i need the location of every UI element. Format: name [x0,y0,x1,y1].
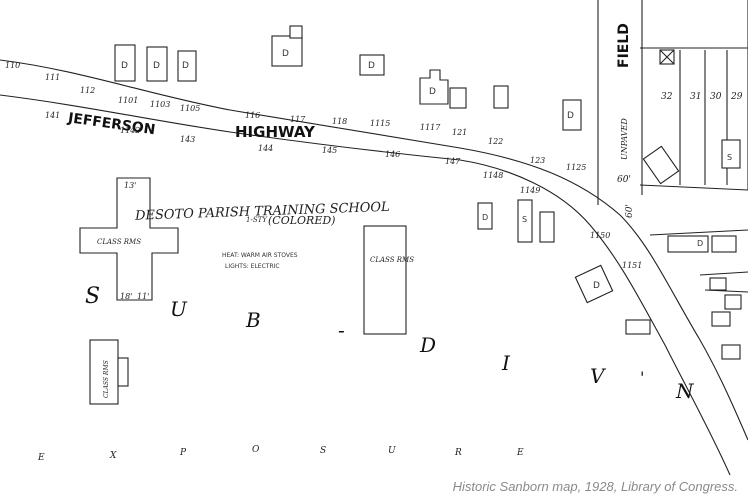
field-block-buildings: 32 31 30 29 S D 60' 60' [617,49,743,360]
house-number: 1149 [520,186,540,195]
building-letter: D [153,61,160,71]
house-number: 1101 [118,96,138,105]
school-heating: HEAT: WARM AIR STOVES [222,252,298,259]
exposure-lettering: E X P O S U R E [37,445,524,463]
house-number: 1105 [180,104,200,113]
school-stories: 1-STY [246,216,268,224]
image-caption: Historic Sanborn map, 1928, Library of C… [450,479,740,494]
school-lights: LIGHTS: ELECTRIC [225,263,280,270]
house-numbers-south: 141 1142 143 144 145 146 147 1148 1149 1… [45,111,642,270]
field-lot-label: 31 [690,92,701,102]
field-lot-label: 30 [710,92,722,102]
house-number: 1125 [566,163,586,172]
exposure-letter: O [252,445,260,455]
house-number: 123 [530,156,545,165]
house-numbers-north: 110 111 112 1101 1103 1105 116 117 118 1… [5,61,586,172]
subdivision-lettering: S U B - D I V ' N [85,284,695,403]
subdivision-letter: - [338,318,345,342]
dimension-label: 60' [617,175,631,185]
class-rooms-label: CLASS RMS [370,256,414,264]
subdivision-letter: V [590,364,607,388]
houses-north: D D D D D D D [114,25,582,131]
house-number: 1115 [370,119,390,128]
subdivision-letter: ' [640,368,644,387]
building-letter: D [121,61,128,71]
jefferson-label: JEFFERSON [66,110,156,138]
building-letter: D [697,239,703,248]
field-lot-label: 32 [661,92,673,102]
house-number: 141 [45,111,60,120]
house-number: 147 [445,157,461,166]
building-letter: D [567,111,574,121]
dimension-label: 11' [137,292,149,301]
house-number: 1142 [120,126,140,135]
exposure-letter: P [179,448,187,458]
subdivision-letter: I [501,351,511,375]
house-number: 1148 [483,171,503,180]
house-number: 1103 [150,100,170,109]
subdivision-letter: N [675,379,695,403]
house-number: 117 [290,115,306,124]
building-letter: S [727,153,732,162]
house-number: 112 [80,86,95,95]
classroom-building-2: CLASS RMS [363,225,414,335]
subdivision-letter: D [419,333,436,357]
building-letter: D [282,49,289,59]
house-number: 122 [488,137,503,146]
class-rooms-label: CLASS RMS [103,360,110,398]
highway-label: HIGHWAY [235,123,316,141]
subdivision-letter: U [170,297,188,321]
building-letter: D [593,281,600,291]
house-number: 146 [385,150,400,159]
building-letter: S [522,215,527,224]
subdivision-letter: B [245,308,261,332]
house-number: 110 [5,61,20,70]
house-number: 121 [452,128,467,137]
house-number: 144 [258,144,273,153]
house-number: 111 [45,73,60,82]
building-letter: D [368,61,375,71]
house-number: 143 [180,135,195,144]
unpaved-label: UNPAVED [620,118,629,160]
exposure-letter: U [388,446,396,456]
school-colored: (COLORED) [268,214,335,227]
subdivision-letter: S [85,284,100,309]
building-letter: D [482,213,488,222]
field-lot-label: 29 [730,92,743,102]
houses-south: D S D [477,199,614,304]
dimension-label: 13' [124,181,136,190]
field-label: FIELD [616,23,632,68]
building-letter: D [182,61,189,71]
class-rooms-label: CLASS RMS [97,238,141,246]
building-letter: D [429,87,436,97]
house-number: 1117 [420,123,441,132]
house-number: 116 [245,111,260,120]
classroom-building-3: CLASS RMS [89,339,129,405]
house-number: 118 [332,117,347,126]
exposure-letter: E [37,453,45,463]
house-number: 1151 [622,261,642,270]
house-number: 1150 [590,231,610,240]
exposure-letter: E [516,448,524,458]
exposure-letter: S [320,446,326,456]
house-number: 145 [322,146,337,155]
dimension-label: 60' [625,204,635,218]
jefferson-highway [0,59,748,476]
exposure-letter: R [454,448,462,458]
dimension-label: 18' [120,292,132,301]
school-building: CLASS RMS 13' 18' 11' [79,177,179,301]
exposure-letter: X [109,451,117,461]
